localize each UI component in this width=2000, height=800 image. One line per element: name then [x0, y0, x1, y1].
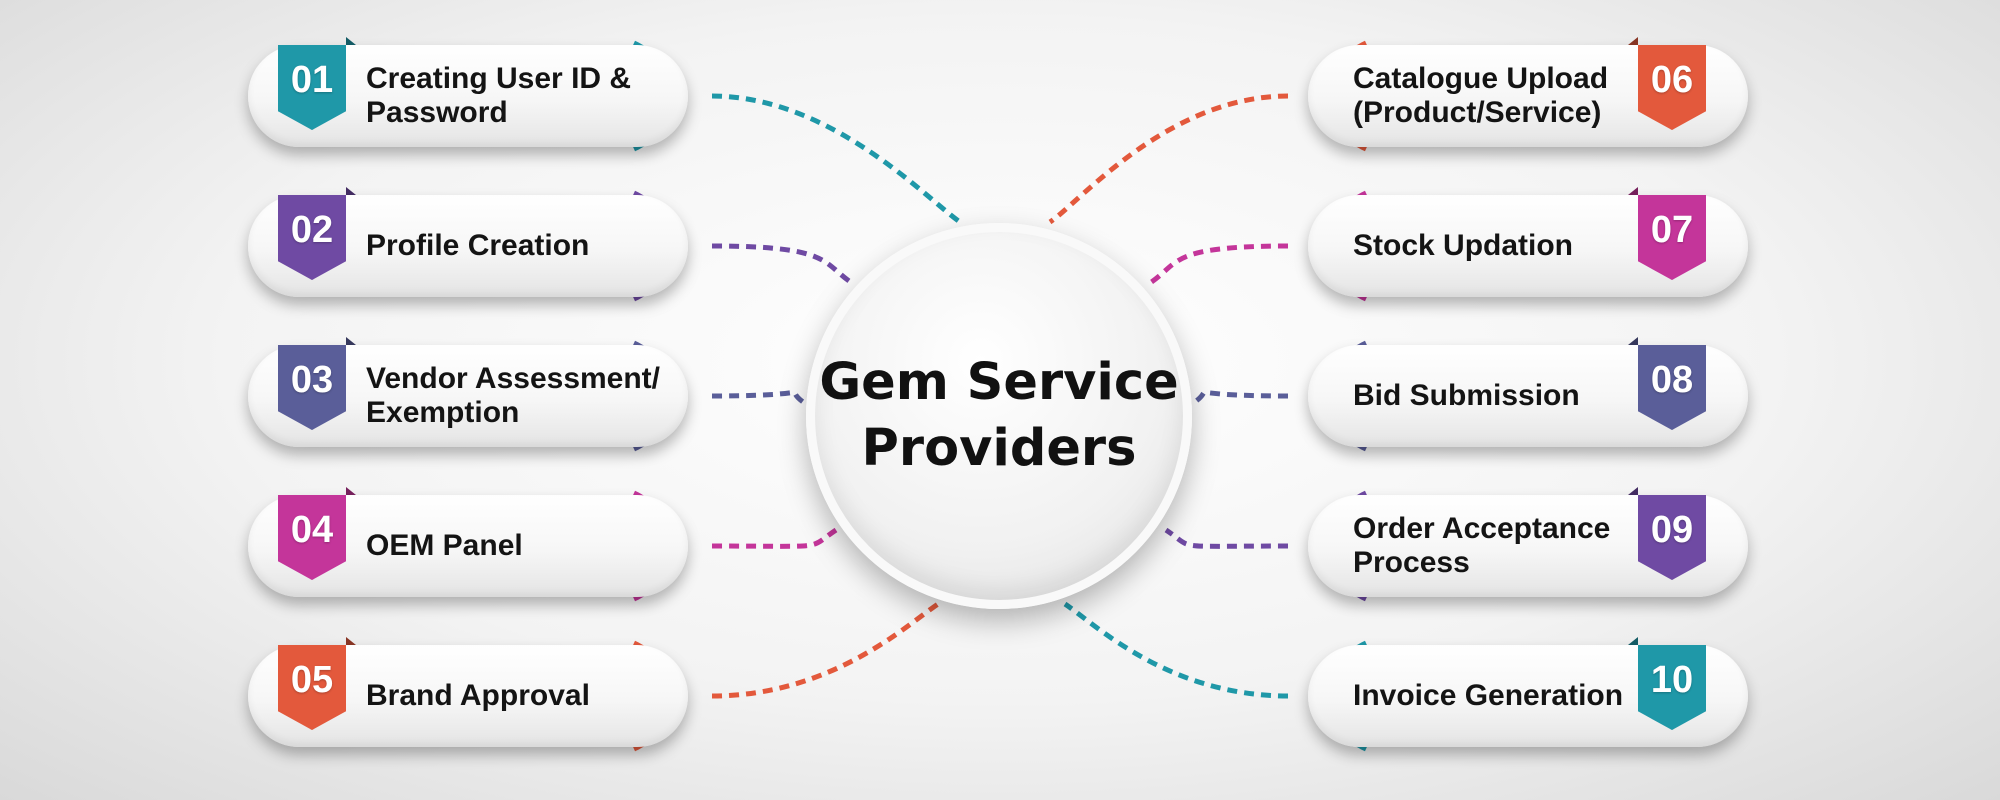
step-number: 01	[290, 59, 334, 101]
step-06: 06 Catalogue Upload(Product/Service)	[1308, 37, 1748, 147]
step-number: 06	[1650, 59, 1694, 101]
step-number: 09	[1650, 509, 1694, 551]
step-label-line1: Bid Submission	[1353, 379, 1580, 412]
connector-line-03	[711, 389, 808, 407]
step-label-line1: Brand Approval	[366, 679, 590, 712]
badge-fold	[1628, 637, 1638, 645]
step-label-line1: Invoice Generation	[1353, 679, 1624, 712]
step-02: 02 Profile Creation	[248, 187, 688, 297]
step-badge-10: 10	[1638, 645, 1706, 730]
step-label-line1: Creating User ID &	[366, 62, 632, 95]
step-03: 03 Vendor Assessment/Exemption	[248, 337, 688, 447]
step-01: 01 Creating User ID &Password	[248, 37, 688, 147]
step-label-line1: Catalogue Upload	[1353, 62, 1609, 95]
hub-title-line2: Providers	[861, 419, 1137, 478]
step-number: 02	[290, 209, 334, 251]
badge-fold	[1628, 37, 1638, 45]
connector-line-01	[711, 93, 962, 225]
step-label-line1: Profile Creation	[366, 229, 590, 262]
connector-line-05	[711, 601, 940, 699]
step-label: Vendor Assessment/Exemption	[366, 345, 670, 447]
badge-fold	[346, 487, 356, 495]
step-badge-08: 08	[1638, 345, 1706, 430]
step-badge-03: 03	[278, 345, 346, 430]
step-04: 04 OEM Panel	[248, 487, 688, 597]
connector-line-10	[1063, 601, 1289, 699]
badge-fold	[346, 187, 356, 195]
hub-title-line1: Gem Service	[819, 353, 1179, 412]
step-number: 10	[1650, 659, 1694, 701]
step-label: Brand Approval	[366, 645, 670, 747]
step-label: Catalogue Upload(Product/Service)	[1353, 45, 1638, 147]
connector-line-06	[1048, 93, 1289, 225]
step-number: 07	[1650, 209, 1694, 251]
step-10: 10 Invoice Generation	[1308, 637, 1748, 747]
badge-fold	[1628, 337, 1638, 345]
step-badge-05: 05	[278, 645, 346, 730]
step-badge-04: 04	[278, 495, 346, 580]
connector-line-07	[1148, 243, 1289, 286]
step-badge-07: 07	[1638, 195, 1706, 280]
connector-line-04	[711, 527, 838, 549]
step-label: Invoice Generation	[1353, 645, 1638, 747]
step-05: 05 Brand Approval	[248, 637, 688, 747]
step-label-line1: Vendor Assessment/	[366, 362, 661, 395]
step-label: Stock Updation	[1353, 195, 1638, 297]
step-label: Profile Creation	[366, 195, 670, 297]
badge-fold	[1628, 487, 1638, 495]
step-number: 04	[290, 509, 334, 551]
step-badge-06: 06	[1638, 45, 1706, 130]
step-07: 07 Stock Updation	[1308, 187, 1748, 297]
step-label-line1: Stock Updation	[1353, 229, 1574, 262]
step-number: 03	[290, 359, 334, 401]
step-label: Bid Submission	[1353, 345, 1638, 447]
center-hub: Gem Service Providers	[806, 223, 1192, 609]
badge-fold	[346, 637, 356, 645]
step-badge-09: 09	[1638, 495, 1706, 580]
badge-fold	[346, 337, 356, 345]
connector-line-02	[711, 243, 854, 286]
connector-line-08	[1190, 389, 1289, 407]
connector-line-09	[1164, 527, 1289, 549]
step-label-line2: Password	[366, 96, 508, 129]
badge-fold	[1628, 187, 1638, 195]
badge-fold	[346, 37, 356, 45]
step-label-line1: Order Acceptance	[1353, 512, 1611, 545]
step-number: 05	[290, 659, 334, 701]
step-badge-01: 01	[278, 45, 346, 130]
step-number: 08	[1650, 359, 1694, 401]
hub-title: Gem Service Providers	[819, 350, 1178, 482]
step-08: 08 Bid Submission	[1308, 337, 1748, 447]
step-label-line1: OEM Panel	[366, 529, 523, 562]
step-label: Creating User ID &Password	[366, 45, 670, 147]
step-label-line2: Process	[1353, 546, 1470, 579]
step-label-line2: Exemption	[366, 396, 520, 429]
step-badge-02: 02	[278, 195, 346, 280]
step-label-line2: (Product/Service)	[1353, 96, 1602, 129]
step-label: OEM Panel	[366, 495, 670, 597]
